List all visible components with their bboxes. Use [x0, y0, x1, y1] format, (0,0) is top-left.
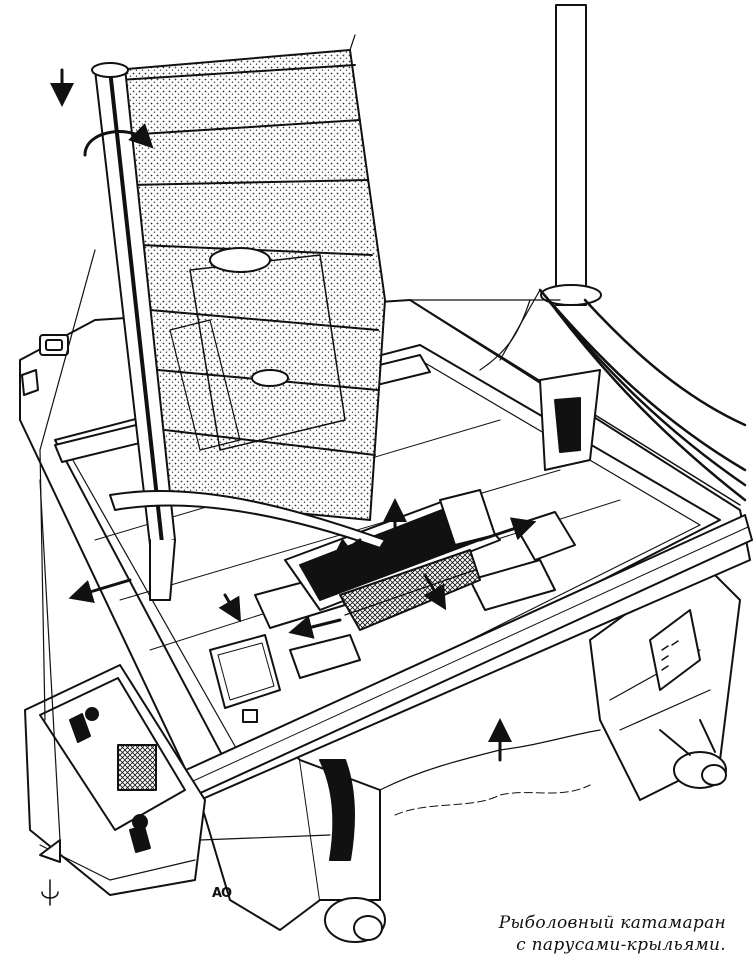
- sail-boom: [109, 490, 386, 549]
- control-cockpit: [24, 664, 206, 896]
- right-hull-nacelle: [659, 719, 727, 789]
- motion-arrows: [50, 68, 537, 762]
- right-mast: [540, 4, 602, 306]
- net-basket: [339, 549, 481, 631]
- water-ripples: [394, 784, 591, 816]
- engine-housing-visible-through-sail: [169, 247, 346, 451]
- caption-line-1: Рыболовный катамаран: [498, 913, 726, 933]
- left-hull-nacelle: [319, 759, 386, 943]
- deck-cleats: [21, 334, 258, 723]
- figure-caption: Рыболовный катамаран с парусами-крыльями…: [499, 912, 726, 956]
- hook-icon: [41, 879, 59, 906]
- waterline: [379, 729, 601, 791]
- artist-signature: АО: [212, 886, 232, 901]
- left-wing-sail: [114, 49, 386, 521]
- hatch-front: [209, 634, 281, 709]
- left-mast: [91, 62, 176, 601]
- rigging-lines: [39, 34, 561, 841]
- right-furled-sails: [479, 288, 747, 502]
- caption-line-2: с парусами-крыльями.: [516, 935, 726, 955]
